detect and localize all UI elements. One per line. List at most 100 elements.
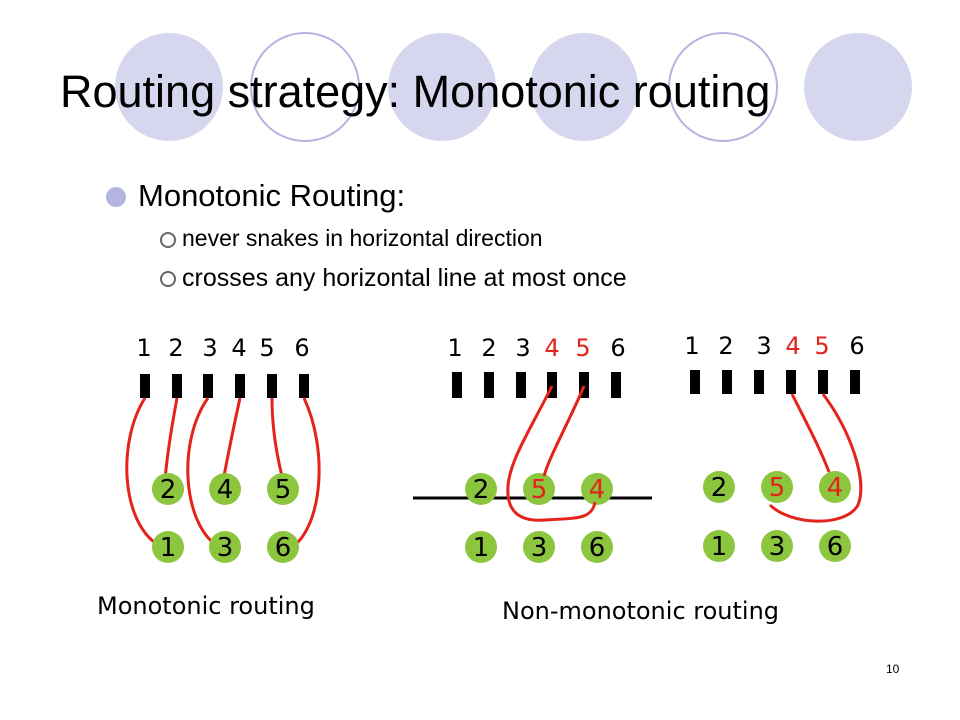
- page-number: 10: [886, 662, 900, 676]
- node-lower: [523, 531, 555, 563]
- pin: [611, 372, 621, 398]
- wire: [222, 397, 242, 477]
- node-label: 5: [769, 473, 786, 503]
- pin-label: 3: [202, 334, 217, 362]
- wire: [768, 393, 863, 523]
- sub-bullet-text: never snakes in horizontal direction: [182, 225, 543, 251]
- pin: [850, 370, 860, 394]
- pin: [235, 374, 245, 398]
- deco-circle: [388, 33, 496, 141]
- wires: [125, 397, 321, 547]
- wire: [125, 397, 159, 547]
- node-labels: 2 5 4 1 3 6: [473, 475, 606, 563]
- pin: [484, 372, 494, 398]
- caption-non-monotonic: Non-monotonic routing: [502, 597, 780, 625]
- pin-label: 1: [447, 334, 462, 362]
- pin: [452, 372, 462, 398]
- pin: [547, 372, 557, 398]
- node-upper: [819, 471, 851, 503]
- node-label: 2: [711, 473, 728, 503]
- pins: [140, 374, 309, 398]
- pin-label: 2: [481, 334, 496, 362]
- deco-circle-ring: [250, 32, 360, 142]
- node-labels: 2 4 5 1 3 6: [160, 475, 292, 563]
- node-lower: [761, 530, 793, 562]
- pin-label: 6: [610, 334, 625, 362]
- pin-label: 4: [231, 334, 246, 362]
- wire: [506, 385, 597, 522]
- node-label: 5: [275, 475, 292, 505]
- top-labels: 1 2 3 4 5 6: [684, 332, 864, 360]
- node-lower: [819, 530, 851, 562]
- pin-label: 5: [814, 332, 829, 360]
- pin: [203, 374, 213, 398]
- top-labels: 1 2 3 4 5 6: [447, 334, 625, 362]
- pin-label: 1: [136, 334, 151, 362]
- pin-label: 6: [849, 332, 864, 360]
- pin-label: 3: [756, 332, 771, 360]
- node-labels: 2 5 4 1 3 6: [711, 473, 844, 562]
- pin-label: 2: [168, 334, 183, 362]
- node-lower: [581, 531, 613, 563]
- wire: [163, 397, 179, 481]
- node-upper: [152, 473, 184, 505]
- pin: [516, 372, 526, 398]
- nodes: [152, 473, 299, 563]
- node-label: 3: [531, 533, 548, 563]
- pin-label: 5: [575, 334, 590, 362]
- node-label: 4: [217, 475, 234, 505]
- node-label: 2: [473, 475, 490, 505]
- node-upper: [761, 471, 793, 503]
- top-labels: 1 2 3 4 5 6: [136, 334, 309, 362]
- deco-circle: [115, 33, 223, 141]
- node-upper: [581, 473, 613, 505]
- node-label: 4: [589, 475, 606, 505]
- deco-circle: [530, 33, 638, 141]
- node-lower: [267, 531, 299, 563]
- pin: [754, 370, 764, 394]
- pin: [172, 374, 182, 398]
- wire: [186, 397, 217, 547]
- wires: [506, 385, 597, 522]
- node-lower: [152, 531, 184, 563]
- pin-label: 2: [718, 332, 733, 360]
- bullet-text: Monotonic Routing:: [138, 178, 406, 213]
- diagram-non-monotonic-b: 1 2 3 4 5 6: [684, 332, 865, 562]
- pin: [140, 374, 150, 398]
- node-lower: [209, 531, 241, 563]
- node-label: 2: [160, 475, 177, 505]
- bullet-dot-icon: [106, 187, 126, 207]
- pin-label: 4: [544, 334, 559, 362]
- node-lower: [465, 531, 497, 563]
- node-upper: [523, 473, 555, 505]
- wires: [768, 393, 863, 523]
- sub-bullet-ring-icon: [160, 232, 176, 248]
- pin: [267, 374, 277, 398]
- node-upper: [267, 473, 299, 505]
- caption-monotonic: Monotonic routing: [97, 592, 315, 620]
- node-label: 3: [769, 532, 786, 562]
- node-upper: [465, 473, 497, 505]
- node-label: 1: [711, 532, 728, 562]
- pin-label: 1: [684, 332, 699, 360]
- pin-label: 6: [294, 334, 309, 362]
- pin: [299, 374, 309, 398]
- nodes: [465, 473, 613, 563]
- node-label: 6: [827, 532, 844, 562]
- wire: [270, 397, 284, 477]
- pin-label: 3: [515, 334, 530, 362]
- node-label: 1: [160, 533, 177, 563]
- node-upper: [209, 473, 241, 505]
- diagram-monotonic: 1 2 3 4 5 6: [125, 334, 321, 563]
- node-label: 6: [589, 533, 606, 563]
- sub-bullet-text: crosses any horizontal line at most once: [182, 264, 627, 292]
- wire: [542, 385, 586, 477]
- pin-label: 4: [785, 332, 800, 360]
- node-lower: [703, 530, 735, 562]
- node-upper: [703, 471, 735, 503]
- node-label: 1: [473, 533, 490, 563]
- slide-title: Routing strategy: Monotonic routing: [60, 66, 771, 117]
- node-label: 6: [275, 533, 292, 563]
